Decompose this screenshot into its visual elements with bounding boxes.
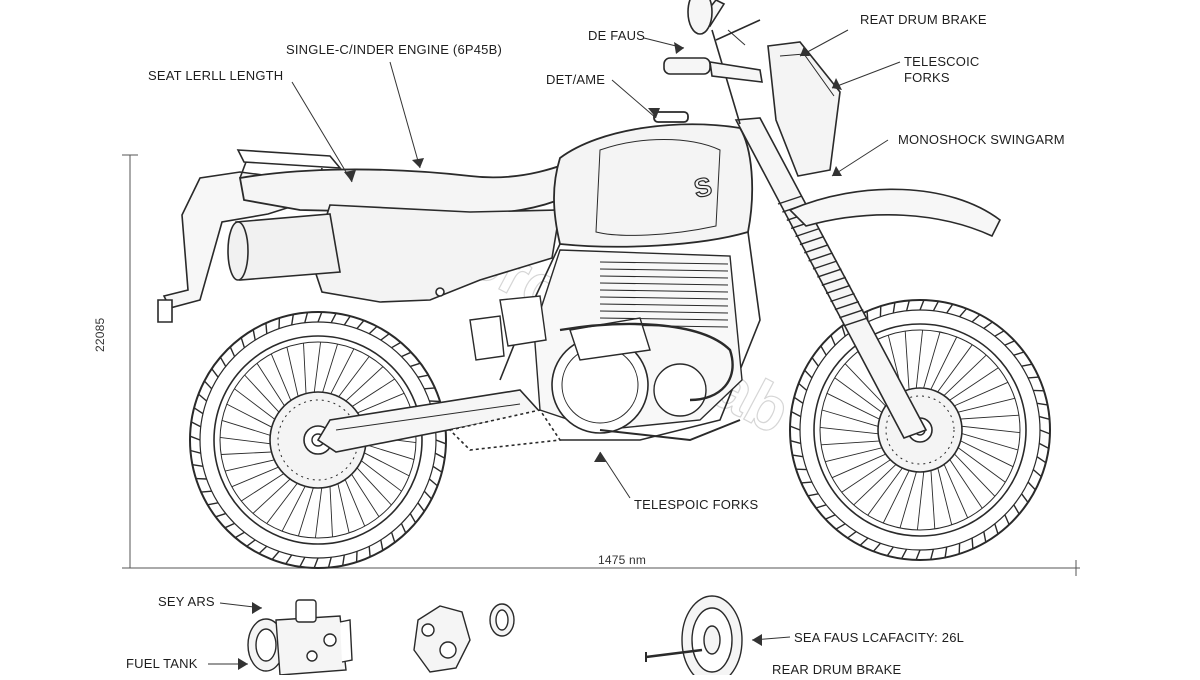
label-engine: SINGLE-C/INDER ENGINE (6P45B) [286,42,502,58]
fuel-tank [554,112,752,247]
label-seat-length: SEAT LERLL LENGTH [148,68,283,84]
component-caliper [414,604,514,672]
component-drum-brake [646,596,742,675]
label-seat-capacity: SEA FAUS LCAFACITY: 26L [794,630,964,646]
label-rear-drum-brake-bottom: REAR DRUM BRAKE [772,664,901,675]
label-telescopic-forks-bottom: TELESPOIC FORKS [634,497,758,513]
height-dimension-line [122,155,138,568]
label-fuel-tank: FUEL TANK [126,656,198,672]
label-detame: DET/AME [546,72,605,88]
label-rear-drum-brake-top: REAT DRUM BRAKE [860,12,987,28]
handlebar [664,0,762,124]
component-carburetor [248,600,352,675]
label-sey-ars: SEY ARS [158,594,215,610]
label-defaus: DE FAUS [588,28,645,44]
exhaust-silencer [228,214,340,280]
dimension-height: 22085 [92,318,108,352]
label-telescopic-forks-top: TELESCOIC FORKS [904,54,979,86]
label-monoshock-swingarm: MONOSHOCK SWINGARM [898,132,1065,148]
front-fender [790,189,1000,236]
dimension-length: 1475 nm [598,552,646,568]
